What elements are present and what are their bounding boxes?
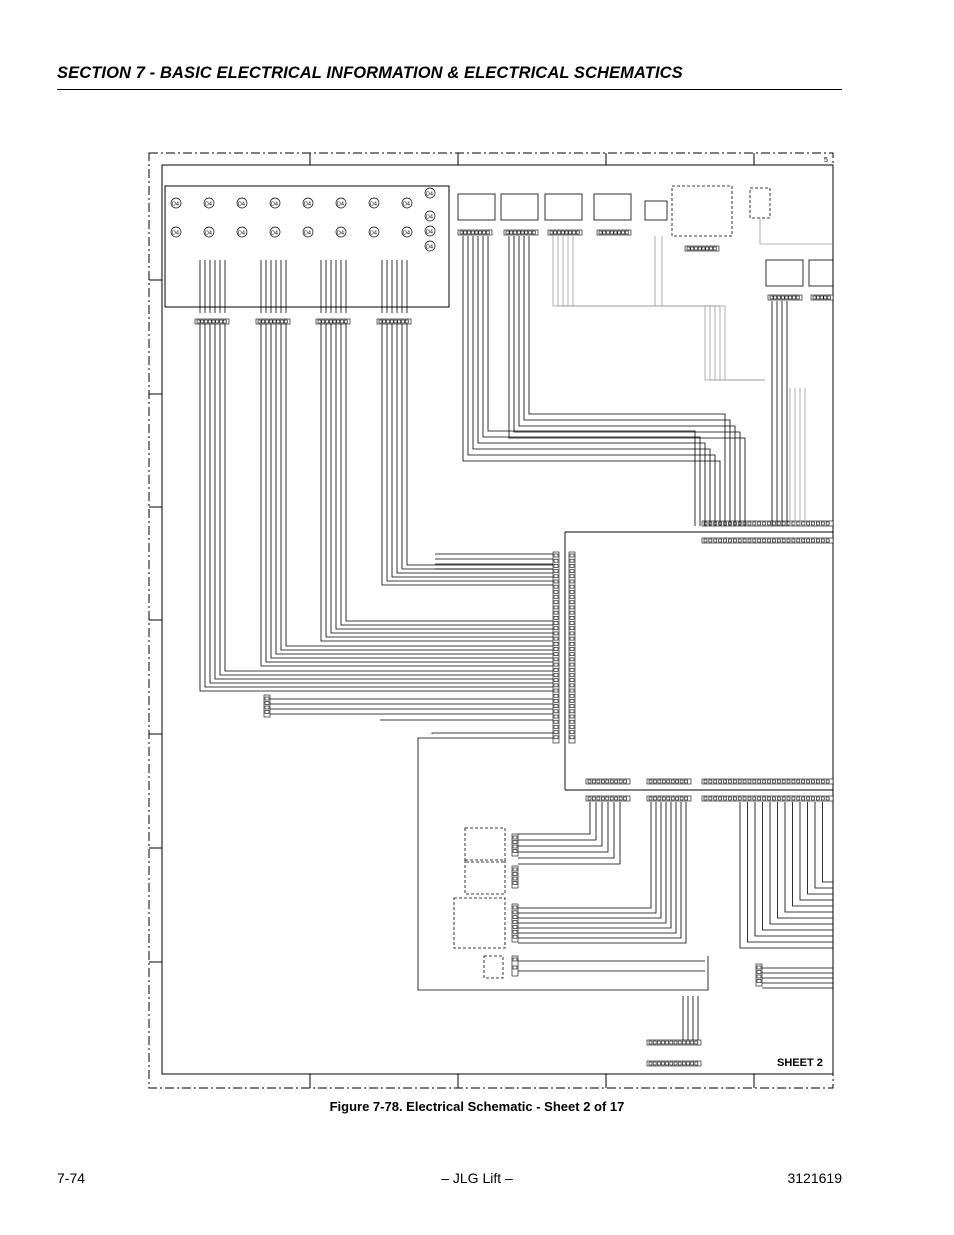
led-label: D4	[205, 202, 212, 208]
led-symbol	[401, 226, 413, 238]
header-rule	[57, 89, 842, 90]
wiring-grey	[552, 218, 833, 526]
led-label: D4	[370, 231, 377, 237]
pin-strip	[755, 963, 763, 987]
led-symbol	[269, 197, 281, 209]
pin-strip	[511, 903, 519, 943]
pin-strip	[255, 318, 291, 325]
sheet-label: SHEET 2	[777, 1057, 823, 1069]
pin-strip	[585, 795, 631, 802]
led-symbol	[302, 197, 314, 209]
wiring	[199, 236, 833, 1040]
led-symbol	[170, 226, 182, 238]
led-label: D4	[426, 215, 433, 221]
led-symbol	[335, 226, 347, 238]
led-label: D4	[304, 231, 311, 237]
pin-strip	[263, 694, 271, 718]
led-symbol	[236, 226, 248, 238]
led-symbol	[401, 197, 413, 209]
led-label: D4	[172, 202, 179, 208]
led-symbol	[424, 225, 436, 237]
led-label: D4	[271, 231, 278, 237]
led-symbol	[269, 226, 281, 238]
section-title: SECTION 7 - BASIC ELECTRICAL INFORMATION…	[57, 64, 683, 82]
led-label: D4	[403, 231, 410, 237]
zone-mark: 5	[824, 157, 828, 164]
figure-caption: Figure 7-78. Electrical Schematic - Shee…	[329, 1099, 625, 1114]
pin-strip	[767, 294, 803, 301]
pin-strip	[810, 294, 834, 301]
pin-strip	[646, 1060, 702, 1067]
pin-strip	[511, 955, 519, 977]
page-number: 7-74	[57, 1170, 86, 1186]
pin-strip	[315, 318, 351, 325]
led-label: D4	[370, 202, 377, 208]
led-label: D4	[238, 231, 245, 237]
led-label: D4	[426, 245, 433, 251]
pin-strip	[585, 778, 631, 785]
display-board	[164, 185, 450, 308]
inner-border	[161, 164, 834, 1075]
led-label: D4	[403, 202, 410, 208]
led-symbol	[424, 210, 436, 222]
led-symbol	[335, 197, 347, 209]
pin-strip	[376, 318, 412, 325]
led-symbol	[203, 226, 215, 238]
led-label: D4	[337, 231, 344, 237]
pin-strip	[568, 551, 576, 744]
pin-strip	[596, 229, 632, 236]
pin-strip	[701, 520, 834, 527]
pin-strip	[701, 537, 834, 544]
controller-box	[564, 531, 833, 791]
led-label: D4	[304, 202, 311, 208]
led-label: D4	[172, 231, 179, 237]
led-label: D4	[271, 202, 278, 208]
led-symbol	[368, 226, 380, 238]
top-connectors	[457, 185, 834, 287]
led-symbol	[203, 197, 215, 209]
pin-strip	[194, 318, 230, 325]
pin-strip	[511, 865, 519, 889]
pin-strip	[511, 833, 519, 857]
pin-strip	[457, 229, 493, 236]
pin-strip	[646, 1039, 702, 1046]
pin-strip	[684, 245, 720, 252]
led-symbol	[302, 226, 314, 238]
led-label: D4	[426, 192, 433, 198]
pin-strip	[646, 795, 692, 802]
pin-strip	[552, 551, 560, 744]
pin-strip	[646, 778, 692, 785]
pin-strip	[701, 778, 834, 785]
led-symbol	[368, 197, 380, 209]
doc-number: 3121619	[787, 1170, 842, 1186]
pin-strip	[547, 229, 583, 236]
led-symbol	[424, 187, 436, 199]
led-label: D4	[337, 202, 344, 208]
led-label: D4	[205, 231, 212, 237]
board-wires	[199, 260, 408, 313]
led-label: D4	[238, 202, 245, 208]
footer-center: – JLG Lift –	[441, 1170, 513, 1186]
led-symbol	[236, 197, 248, 209]
led-symbol	[424, 240, 436, 252]
led-label: D4	[426, 230, 433, 236]
led-symbol	[170, 197, 182, 209]
zone-ticks	[149, 153, 755, 1088]
sensor-blocks	[453, 827, 506, 979]
pin-strip	[701, 795, 834, 802]
pin-strip	[503, 229, 539, 236]
